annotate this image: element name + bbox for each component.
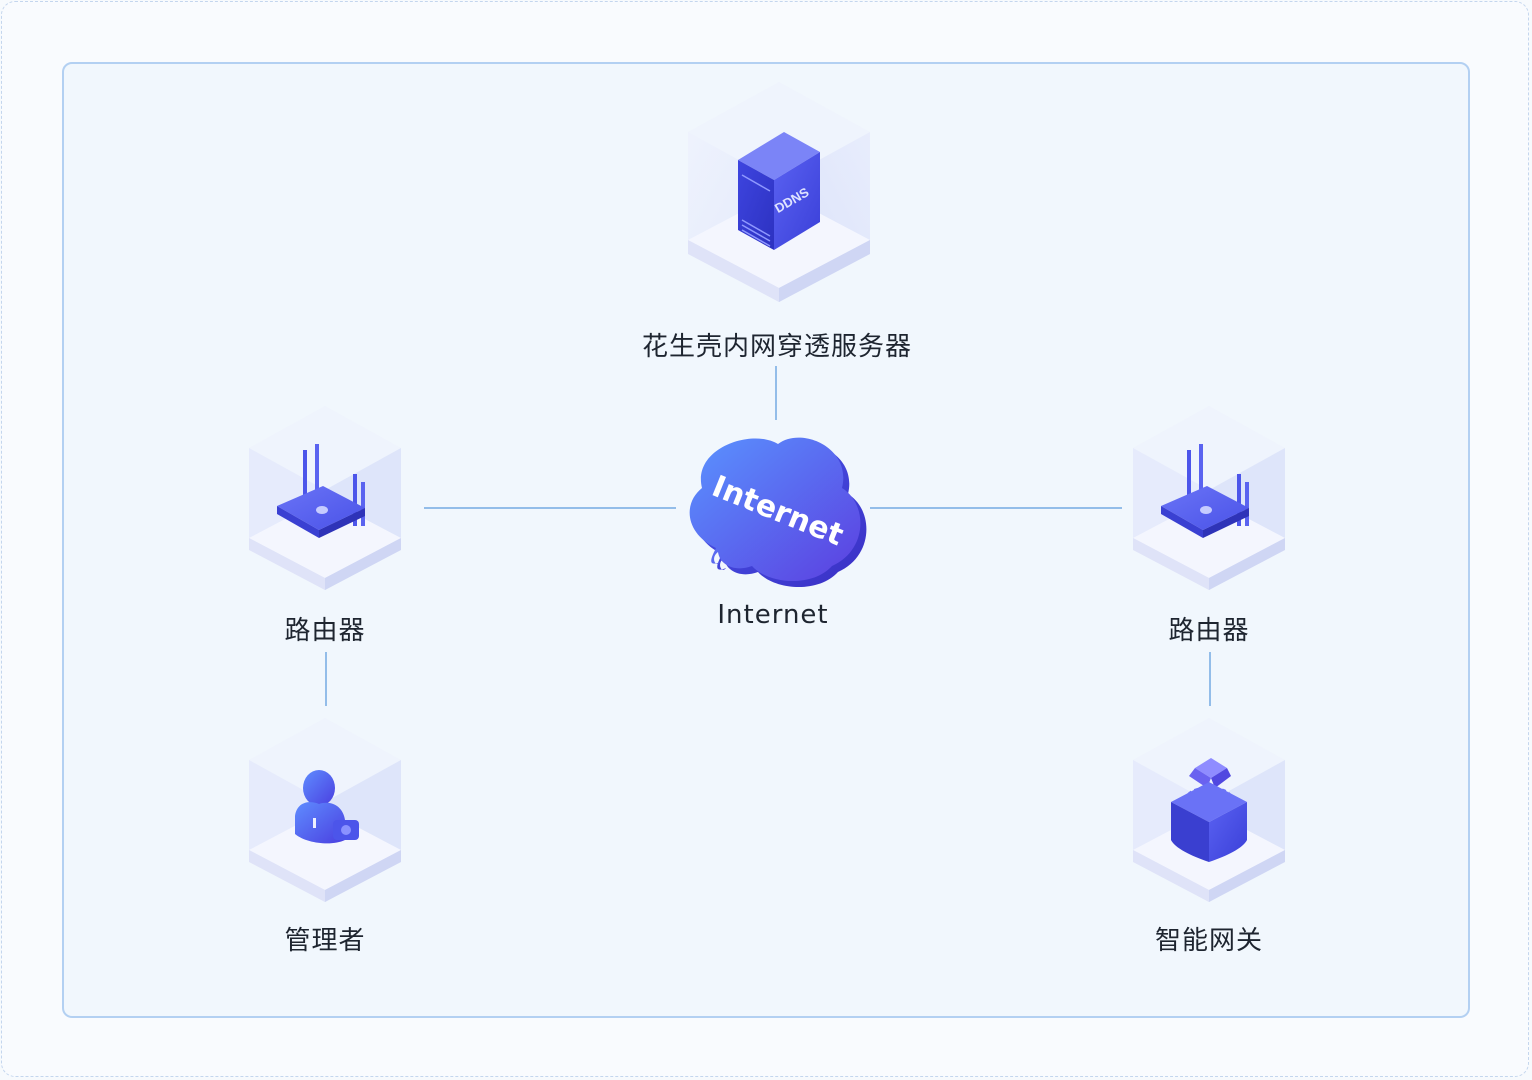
right-router-label: 路由器 — [1168, 616, 1250, 646]
connector-left-router-internet — [424, 507, 676, 509]
connector-right-router-gateway — [1209, 652, 1211, 706]
left-router-node — [247, 404, 403, 592]
manager-person-icon — [249, 718, 401, 902]
server-label: 花生壳内网穿透服务器 — [641, 332, 913, 362]
right-router-node — [1131, 404, 1287, 592]
ddns-server-icon: DDNS — [688, 82, 870, 302]
connector-internet-right-router — [870, 507, 1122, 509]
router-icon — [1133, 406, 1285, 590]
connector-server-internet — [775, 366, 777, 420]
internet-label: Internet — [717, 600, 829, 630]
gateway-label: 智能网关 — [1154, 926, 1264, 956]
internet-node: Internet — [682, 428, 867, 588]
manager-node — [247, 716, 403, 904]
connector-left-router-manager — [325, 652, 327, 706]
gateway-node — [1131, 716, 1287, 904]
ddns-server-node: DDNS — [686, 80, 872, 308]
left-router-label: 路由器 — [284, 616, 366, 646]
manager-label: 管理者 — [284, 926, 366, 956]
smart-gateway-icon — [1133, 718, 1285, 902]
router-icon — [249, 406, 401, 590]
cloud-icon: Internet — [689, 437, 867, 588]
